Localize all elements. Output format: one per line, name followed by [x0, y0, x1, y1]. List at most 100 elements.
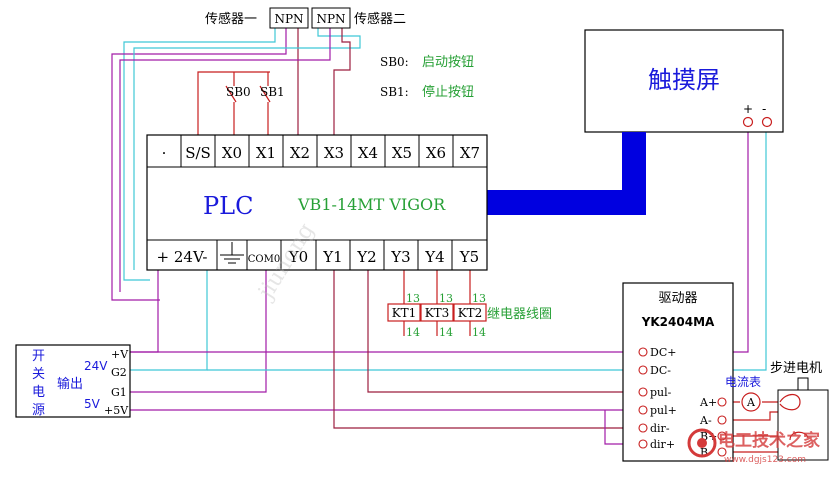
motor-terminal-label: A+	[699, 396, 717, 409]
driver-terminal-label: dir+	[650, 438, 675, 451]
ammeter-label: 电流表	[725, 375, 761, 389]
relay-pin-13: 13	[439, 292, 453, 305]
driver: 驱动器 YK2404MA DC+ DC-pul-pul+ dir-dir+	[622, 282, 734, 462]
relay-coil-label: KT3	[425, 306, 450, 320]
power-supply-output-label: 输出	[57, 376, 83, 392]
power-supply-char-3: 电	[32, 385, 45, 400]
relay-pin-13: 13	[406, 292, 420, 305]
plc-top-terminal: X3	[324, 144, 344, 162]
driver-terminal-label: pul+	[650, 404, 677, 417]
driver-terminal-circle	[638, 347, 648, 357]
driver-model: YK2404MA	[641, 315, 715, 329]
touchscreen-plus-terminal	[742, 116, 754, 128]
wire-g2	[130, 270, 208, 371]
motor-terminal-circle	[717, 431, 727, 441]
plc-model: VB1-14MT VIGOR	[297, 195, 446, 214]
plc-bottom-terminal: + 24V-	[157, 248, 208, 266]
relay-pin-14: 14	[439, 326, 453, 339]
power-supply-char-4: 源	[32, 403, 45, 418]
plc-bottom-terminal: Y1	[322, 248, 342, 266]
wire-sensor1-cyan	[123, 28, 276, 281]
relay-caption: 继电器线圈	[487, 307, 552, 322]
plc-top-terminal: X4	[358, 144, 378, 162]
driver-terminal-label: DC+	[650, 346, 676, 359]
relay-coil-box	[420, 303, 454, 322]
motor-coil-b	[789, 431, 809, 441]
sensor1-caption: 传感器一	[205, 11, 257, 27]
wire-sb-common	[197, 71, 270, 135]
relay-pin-14: 14	[406, 326, 420, 339]
wire-y1-dir-minus	[333, 270, 640, 429]
sensor1-label: NPN	[274, 12, 303, 26]
legend-sb1-text: 停止按钮	[422, 84, 474, 100]
power-supply-char-2: 关	[32, 367, 45, 382]
touchscreen-plus-label: +	[743, 102, 753, 116]
plc-top-terminal: ·	[162, 144, 167, 162]
relay-coil-label: KT2	[458, 306, 483, 320]
plc-top-terminal: X5	[392, 144, 412, 162]
motor-coil-a	[779, 393, 801, 411]
communication-bus	[487, 132, 646, 215]
legend-sb0-key: SB0:	[380, 55, 409, 69]
wire-sb0-blade	[225, 85, 237, 103]
relay-coil-box	[453, 303, 487, 322]
ground-symbol	[220, 242, 244, 264]
motor-terminal-circle	[717, 415, 727, 425]
plc-bottom-terminal: Y2	[356, 248, 376, 266]
wire-sb1-blade	[259, 85, 271, 103]
relay-pin-14: 14	[472, 326, 486, 339]
driver-terminal-circle	[638, 405, 648, 415]
button-labels: SB0 SB1 SB0: 启动按钮 SB1: 停止按钮	[226, 55, 474, 100]
wire-g1	[130, 270, 267, 393]
touchscreen: 触摸屏 + -	[487, 29, 784, 215]
plc-bottom-terminal: Y0	[288, 248, 308, 266]
terminal-g2: G2	[111, 366, 127, 379]
motor-terminal-circle	[717, 397, 727, 407]
driver-terminal-circle	[638, 365, 648, 375]
motor-terminal-label: A-	[699, 414, 712, 427]
motor-title: 步进电机	[770, 361, 822, 376]
motor-terminal-circle	[717, 447, 727, 457]
wire-sensor2-purple	[119, 28, 331, 292]
motor-shaft	[797, 377, 809, 391]
touchscreen-box	[584, 29, 784, 133]
site-logo-icon	[687, 428, 717, 458]
driver-terminal-label: dir-	[650, 422, 670, 435]
legend-sb1-key: SB1:	[380, 85, 409, 99]
stepper-motor: 步进电机 电流表 A A+A-B+B-	[699, 361, 829, 461]
plc-top-terminal: S/S	[185, 144, 211, 162]
relay-pin-13: 13	[472, 292, 486, 305]
driver-title: 驱动器	[658, 291, 697, 306]
power-supply-24v-label: 24V	[84, 359, 108, 373]
sensor1-box	[269, 7, 309, 29]
plc-top-terminal: X1	[256, 144, 276, 162]
power-supply-char-1: 开	[32, 349, 45, 364]
legend-sb0-text: 启动按钮	[422, 55, 474, 70]
wire-plus-v	[130, 270, 159, 353]
touchscreen-title: 触摸屏	[648, 66, 720, 94]
plc-top-terminal: X0	[222, 144, 242, 162]
driver-terminal-circle	[638, 439, 648, 449]
site-logo: 电工技术之家 www.dgjs123.com	[687, 428, 820, 465]
sb0-switch-label: SB0	[226, 85, 251, 99]
terminal-plus-v: +V	[111, 348, 129, 361]
power-supply: 开 关 电 源 输出 24V 5V +V G2 G1 +5V	[15, 344, 131, 418]
driver-terminals: DC+ DC-pul-pul+ dir-dir+	[638, 346, 677, 451]
plc-top-terminal: X7	[460, 144, 480, 162]
driver-terminal-label: pul-	[650, 386, 672, 399]
terminal-g1: G1	[111, 386, 127, 399]
wire-sensor2-cyan	[133, 28, 361, 270]
driver-terminal-label: DC-	[650, 364, 671, 377]
site-logo-name: 电工技术之家	[718, 430, 820, 451]
relay-coil-label: KT1	[392, 306, 417, 320]
plc-bottom-terminal: Y5	[459, 248, 479, 266]
driver-terminal-circle	[638, 387, 648, 397]
plc-bottom-terminal: Y4	[424, 248, 444, 266]
plc-top-terminal: X2	[290, 144, 310, 162]
touchscreen-minus-terminal	[761, 116, 773, 128]
plc-bottom-terminal: Y3	[390, 248, 410, 266]
